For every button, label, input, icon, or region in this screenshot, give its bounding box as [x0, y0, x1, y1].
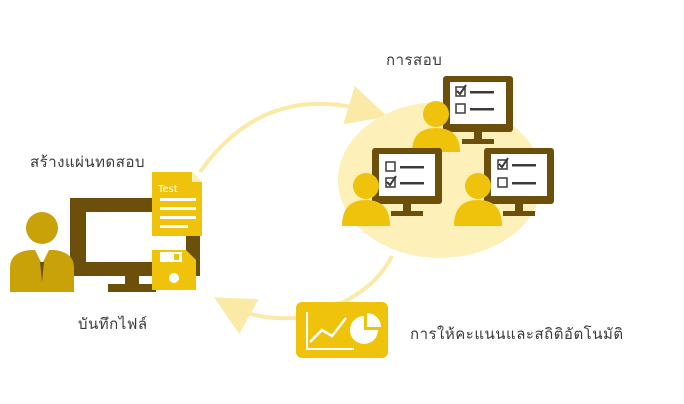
exam-computer-right — [454, 148, 554, 226]
test-sheet-text: Test — [157, 184, 178, 195]
label-exam: การสอบ — [386, 51, 443, 69]
floppy-disk-icon — [152, 250, 196, 290]
statistics-chart-icon — [296, 302, 388, 358]
test-document-icon — [152, 172, 202, 236]
label-create-test: สร้างแผ่นทดสอบ — [30, 153, 145, 171]
arrow-grading-to-save — [214, 297, 297, 335]
exam-computer-top — [412, 76, 513, 152]
exam-computer-left — [342, 148, 442, 226]
label-save-file: บันทึกไฟล์ — [78, 315, 148, 333]
arrow-create-to-exam — [198, 85, 388, 174]
label-auto-grading: การให้คะแนนและสถิติอัตโนมัติ — [410, 325, 624, 343]
